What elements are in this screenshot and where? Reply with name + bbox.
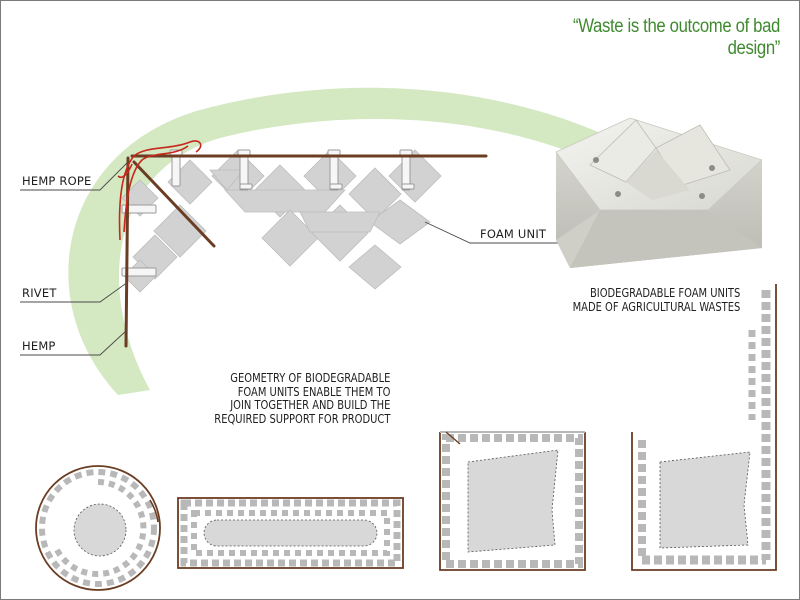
tall-example <box>631 284 777 571</box>
caption-line: FOAM UNITS ENABLE THEM TO <box>237 384 390 399</box>
caption-line: MADE OF AGRICULTURAL WASTES <box>572 299 740 314</box>
design-quote: “Waste is the outcome of bad design” <box>573 16 780 59</box>
caption-line: JOIN TOGETHER AND BUILD THE <box>229 398 390 412</box>
foam-unit-3d <box>555 117 763 268</box>
hemp-frame <box>124 154 488 348</box>
hemp-rope <box>117 140 202 241</box>
caption-line: REQUIRED SUPPORT FOR PRODUCT <box>213 411 390 426</box>
caption-line: BIODEGRADABLE FOAM UNITS <box>589 286 740 300</box>
caption-foam-units: BIODEGRADABLE FOAM UNITS MADE OF AGRICUL… <box>572 286 740 314</box>
foam-tile <box>224 189 346 213</box>
foam-unit-cluster <box>121 149 442 293</box>
hemp-bar-diagonal <box>132 160 216 248</box>
label-foam-unit: FOAM UNIT <box>480 227 547 241</box>
rect-example <box>177 497 404 569</box>
label-rivet: RIVET <box>22 286 57 300</box>
leader-lines <box>20 161 560 356</box>
circular-example <box>35 465 161 591</box>
box-example <box>439 431 586 571</box>
label-hemp: HEMP <box>22 339 56 353</box>
foam-tile <box>348 244 402 290</box>
rivet-clip <box>121 204 157 214</box>
hemp-bar-left <box>124 156 130 348</box>
foam-tile <box>209 169 245 191</box>
rivet-clip <box>121 267 157 277</box>
caption-line: GEOMETRY OF BIODEGRADABLE <box>229 371 390 385</box>
foam-tile <box>299 211 381 233</box>
caption-geometry: GEOMETRY OF BIODEGRADABLE FOAM UNITS ENA… <box>213 371 390 426</box>
rivets <box>121 149 415 277</box>
green-arc <box>68 87 606 395</box>
foam-tile <box>153 204 207 258</box>
foam-tile <box>369 199 431 245</box>
label-hemp-rope: HEMP ROPE <box>22 174 92 188</box>
